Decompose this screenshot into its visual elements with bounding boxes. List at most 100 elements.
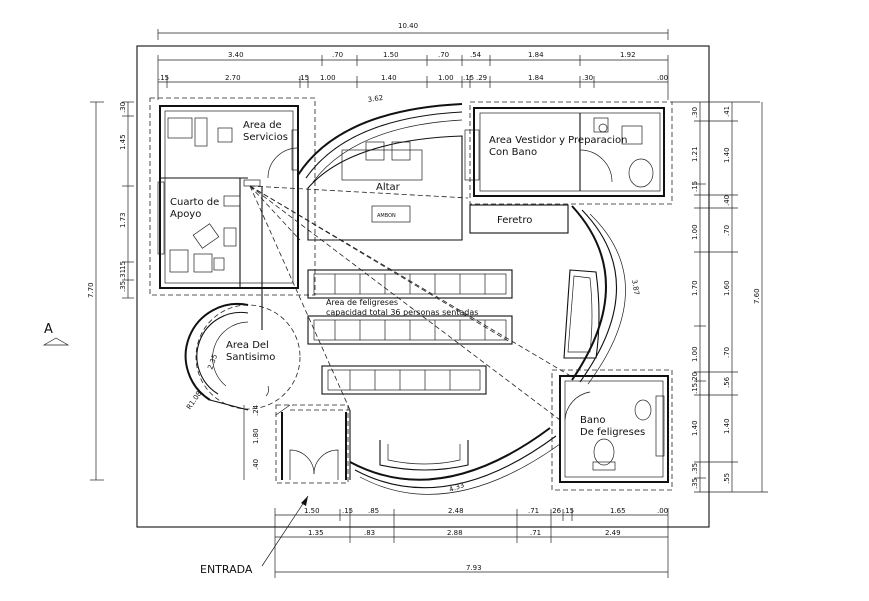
bano-feligreses-room [551, 369, 673, 491]
pews [307, 269, 600, 471]
vestidor-room [464, 101, 673, 205]
dim-right-col2-6: .70 [723, 347, 731, 358]
dim-top-row2-4: 1.00 [320, 74, 336, 82]
dim-top-3: 1.50 [383, 51, 399, 59]
vestidor-label-2: Con Bano [489, 147, 537, 158]
dim-top-4: .70 [438, 51, 449, 59]
dim-left-3: 1.73 [119, 212, 127, 228]
dim-left-6: .31 [119, 269, 127, 280]
entrada-arrow-icon [301, 496, 308, 506]
ambon-label: AMBON [377, 213, 396, 219]
dim-right-10: .35 [691, 463, 699, 474]
dim-right-col2-7: .56 [723, 376, 731, 388]
dim-right-col2-9: .55 [723, 473, 731, 484]
servicios-label-2: Servicios [243, 132, 288, 143]
top-dimension-lines [157, 29, 669, 100]
bottom-dimension-lines [274, 508, 669, 578]
vestidor-label-1: Area Vestidor y Preparacion [489, 135, 628, 146]
dim-bottom-1: 1.50 [304, 507, 320, 515]
radius-108: R1.08 [185, 390, 203, 411]
apoyo-label-1: Cuarto de [170, 197, 219, 208]
radius-362: 3.62 [367, 94, 384, 104]
dim-right-11: .35 [691, 478, 699, 489]
left-dimension-lines [90, 101, 134, 481]
entrada-label: ENTRADA [200, 563, 253, 576]
dim-bottom-8: 1.65 [610, 507, 626, 515]
section-arrow-icon [42, 337, 70, 346]
feligreses-area-label-1: Area de feligreses [326, 298, 398, 307]
radius-235: 2.35 [206, 353, 219, 370]
dim-right-2: 1.21 [691, 146, 699, 162]
entrance-doors [275, 404, 349, 484]
dim-top-row2-11: .00 [657, 74, 668, 82]
dim-top-row2-1: .15 [158, 74, 169, 82]
dim-top-7: 1.92 [620, 51, 636, 59]
dim-bottom-total: 7.93 [466, 564, 482, 572]
dim-top-row2-9: 1.84 [528, 74, 544, 82]
dim-right-col2-2: 1.40 [723, 147, 731, 163]
dim-bottom-row2-4: .71 [530, 529, 541, 537]
dim-bottom-7: .15 [563, 507, 574, 515]
dim-right-1: .30 [691, 107, 699, 118]
dim-left-5: .35 [119, 281, 127, 292]
dim-top-row2-6: 1.00 [438, 74, 454, 82]
dim-right-col2-1: .41 [723, 106, 731, 117]
dim-right-4: 1.00 [691, 224, 699, 240]
dim-left-2: 1.45 [119, 134, 127, 150]
dim-bottom-6: .26 [550, 507, 562, 515]
dim-right-8: .15 [691, 383, 699, 394]
radius-387: 3.87 [630, 279, 641, 296]
dim-right-7: .20 [691, 372, 699, 383]
sightlines [249, 185, 575, 421]
section-mark: A [44, 322, 53, 337]
dim-bottom-5: .71 [528, 507, 539, 515]
dim-right-col2-3: .40 [723, 195, 731, 206]
dim-top-6: 1.84 [528, 51, 544, 59]
dim-door-2: 1.80 [252, 428, 260, 444]
dim-left-1: .30 [119, 102, 127, 113]
dim-left-total: 7.70 [87, 282, 95, 298]
left-rooms-walls [149, 97, 316, 296]
dim-bottom-3: .85 [368, 507, 379, 515]
dim-right-total: 7.60 [753, 288, 761, 304]
entrada-arrow-line [261, 495, 309, 567]
dim-right-col2-8: 1.40 [723, 418, 731, 434]
dim-top-5: .54 [470, 51, 482, 59]
altar-label: Altar [376, 182, 401, 193]
dim-bottom-2: .15 [342, 507, 353, 515]
dim-top-row2-10: .30 [582, 74, 593, 82]
altar-platform [307, 135, 463, 241]
feretro-box [469, 204, 569, 234]
dim-bottom-4: 2.48 [448, 507, 464, 515]
dim-top-row2-3: .15 [298, 74, 309, 82]
bano-label-1: Bano [580, 415, 605, 426]
dim-bottom-row2-1: 1.35 [308, 529, 324, 537]
dim-right-9: 1.40 [691, 420, 699, 436]
dim-top-2: .70 [332, 51, 343, 59]
dim-left-4: .15 [119, 261, 127, 272]
santisimo-label-1: Area Del [226, 340, 269, 351]
dim-top-row2-8: .29 [476, 74, 487, 82]
feretro-label: Feretro [497, 215, 532, 226]
dim-top-total: 10.40 [398, 22, 418, 30]
dim-top-row2-7: .15 [463, 74, 474, 82]
dim-door-3: .40 [252, 459, 260, 470]
dim-bottom-row2-2: .83 [364, 529, 375, 537]
outer-frame [136, 45, 710, 528]
dim-right-col2-5: 1.60 [723, 280, 731, 296]
dim-top-1: 3.40 [228, 51, 244, 59]
dim-right-5: 1.70 [691, 280, 699, 296]
dim-right-6: 1.00 [691, 346, 699, 362]
dim-right-3: .15 [691, 181, 699, 192]
dim-bottom-row2-3: 2.88 [447, 529, 463, 537]
nave-walls [261, 103, 626, 495]
apoyo-label-2: Apoyo [170, 209, 201, 220]
dim-right-col2-4: .70 [723, 225, 731, 236]
dim-door-1: .24 [252, 404, 260, 416]
dim-top-row2-2: 2.70 [225, 74, 241, 82]
dim-top-row2-5: 1.40 [381, 74, 397, 82]
bano-label-2: De feligreses [580, 427, 645, 438]
santisimo-label-2: Santisimo [226, 352, 275, 363]
